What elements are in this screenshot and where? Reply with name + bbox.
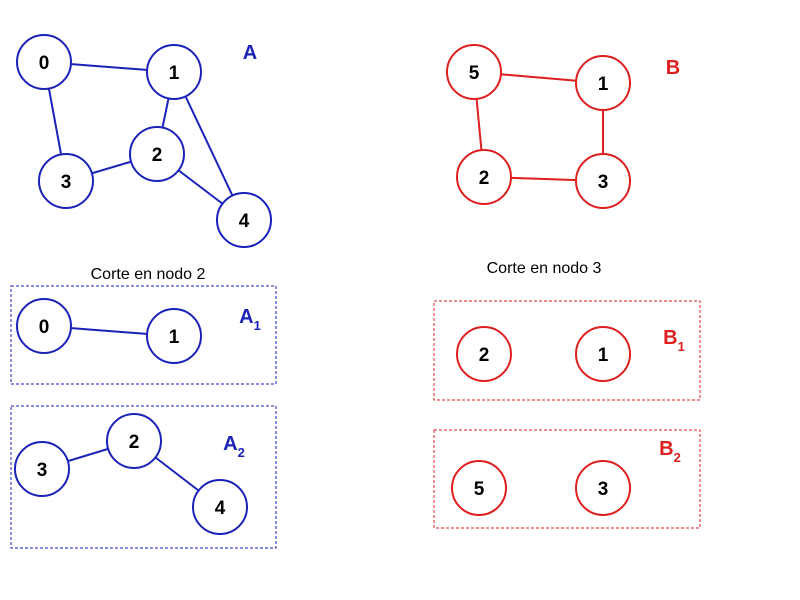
graph-title-subscript: 2 <box>238 445 245 460</box>
node-label: 1 <box>169 63 180 84</box>
node-a-3: 3 <box>38 153 94 209</box>
node-label: 2 <box>479 345 490 366</box>
node-circle <box>16 34 72 90</box>
node-circle <box>106 413 162 469</box>
subgraph-box-b1 <box>433 300 701 401</box>
node-label: 3 <box>61 172 72 193</box>
node-b1-1: 1 <box>575 326 631 382</box>
cut-caption-a: Corte en nodo 2 <box>91 266 206 283</box>
node-a-4: 4 <box>216 192 272 248</box>
node-label: 0 <box>39 53 50 74</box>
node-a-2: 2 <box>129 126 185 182</box>
node-label: 5 <box>474 479 485 500</box>
node-circle <box>575 326 631 382</box>
node-label: 2 <box>152 145 163 166</box>
node-circle <box>451 460 507 516</box>
node-b1-2: 2 <box>456 326 512 382</box>
node-b-2: 2 <box>456 149 512 205</box>
node-label: 3 <box>37 460 48 481</box>
node-circle <box>146 308 202 364</box>
node-circle <box>16 298 72 354</box>
graph-title-a1: A1 <box>239 306 261 333</box>
node-b2-3: 3 <box>575 460 631 516</box>
node-a1-1: 1 <box>146 308 202 364</box>
node-label: 1 <box>598 345 609 366</box>
node-b2-5: 5 <box>451 460 507 516</box>
node-a1-0: 0 <box>16 298 72 354</box>
graph-title-subscript: 1 <box>254 318 261 333</box>
node-a2-4: 4 <box>192 479 248 535</box>
node-circle <box>146 44 202 100</box>
node-circle <box>14 441 70 497</box>
node-circle <box>575 153 631 209</box>
node-a2-2: 2 <box>106 413 162 469</box>
node-label: 1 <box>598 74 609 95</box>
node-circle <box>456 149 512 205</box>
node-b-3: 3 <box>575 153 631 209</box>
subgraph-box-b2 <box>433 429 701 529</box>
node-a-0: 0 <box>16 34 72 90</box>
node-circle <box>456 326 512 382</box>
node-label: 4 <box>239 211 250 232</box>
node-label: 4 <box>215 498 226 519</box>
node-circle <box>192 479 248 535</box>
node-circle <box>575 460 631 516</box>
node-circle <box>446 44 502 100</box>
node-circle <box>129 126 185 182</box>
node-circle <box>216 192 272 248</box>
node-b-1: 1 <box>575 55 631 111</box>
cut-caption-b: Corte en nodo 3 <box>487 260 602 277</box>
node-label: 0 <box>39 317 50 338</box>
graph-title-subscript: 2 <box>674 450 681 465</box>
graph-title-a: A <box>243 42 257 64</box>
graph-title-b2: B2 <box>659 438 681 465</box>
node-b-5: 5 <box>446 44 502 100</box>
graph-title-subscript: 1 <box>678 339 685 354</box>
graph-title-b: B <box>666 57 680 79</box>
node-label: 3 <box>598 172 609 193</box>
graph-title-a2: A2 <box>223 433 245 460</box>
node-circle <box>38 153 94 209</box>
node-a-1: 1 <box>146 44 202 100</box>
subgraph-box-a2 <box>10 405 277 549</box>
nodes-layer: 0 1 2 3 4 0 1 3 2 4 5 1 2 3 2 1 5 3 <box>14 34 631 535</box>
node-label: 2 <box>129 432 140 453</box>
node-label: 5 <box>469 63 480 84</box>
node-label: 3 <box>598 479 609 500</box>
node-label: 1 <box>169 327 180 348</box>
node-a2-3: 3 <box>14 441 70 497</box>
subgraph-box-a1 <box>10 285 277 385</box>
graph-title-b1: B1 <box>663 327 685 354</box>
node-label: 2 <box>479 168 490 189</box>
node-circle <box>575 55 631 111</box>
